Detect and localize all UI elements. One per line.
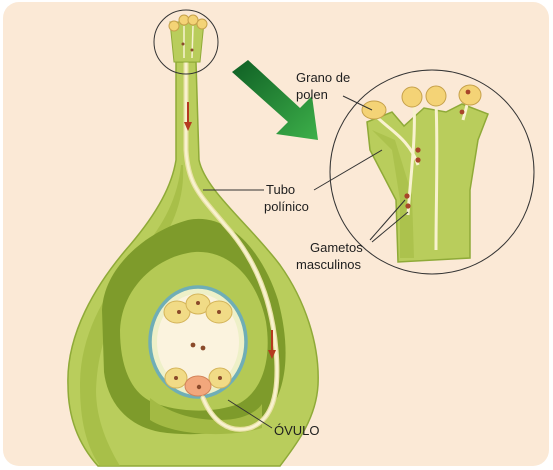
ovule [150, 287, 246, 397]
male-gamete [415, 157, 420, 162]
label-pollen-grain-line1: Grano de [296, 70, 350, 85]
polar-nucleus [191, 343, 196, 348]
label-ovule: ÓVULO [274, 423, 320, 438]
male-gamete [404, 193, 409, 198]
pollen-grain [362, 101, 386, 119]
label-male-gametes-line1: Gametos [310, 240, 363, 255]
male-gamete [405, 203, 410, 208]
pollen-grain [426, 86, 446, 106]
label-pollen-tube-line1: Tubo [266, 182, 295, 197]
male-gamete [415, 147, 420, 152]
pollen-grain [169, 21, 179, 31]
pollen-grain [459, 85, 481, 105]
pollen-grain [188, 15, 198, 25]
pollen-grain [402, 87, 422, 107]
pollen-grain [197, 19, 207, 29]
label-pollen-tube-line2: polínico [264, 199, 309, 214]
label-male-gametes-line2: masculinos [296, 257, 362, 272]
male-gamete [460, 110, 465, 115]
label-pollen-grain-line2: polen [296, 87, 328, 102]
polar-nucleus [201, 346, 206, 351]
